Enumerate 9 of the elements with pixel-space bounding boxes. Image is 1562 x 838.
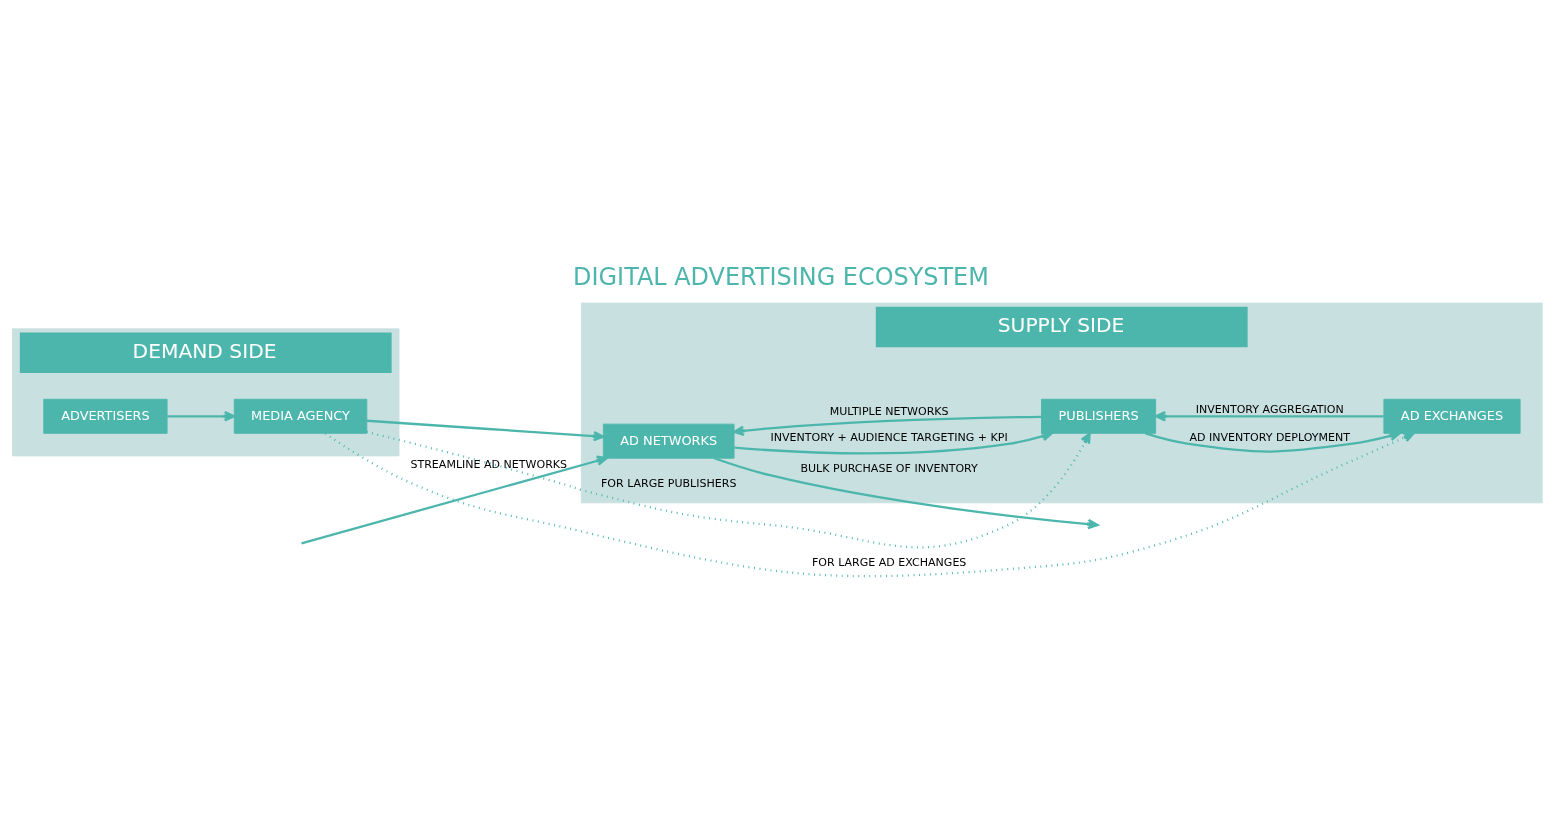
edge-label: FOR LARGE AD EXCHANGES: [811, 555, 967, 569]
edge-label: INVENTORY AGGREGATION: [1195, 403, 1344, 417]
edge-label: INVENTORY + AUDIENCE TARGETING + KPI: [770, 430, 1008, 444]
edge-label: STREAMLINE AD NETWORKS: [410, 458, 568, 472]
edge-label: BULK PURCHASE OF INVENTORY: [800, 462, 978, 476]
diagram-title: DIGITAL ADVERTISING ECOSYSTEM: [573, 262, 989, 291]
edge-label: FOR LARGE PUBLISHERS: [600, 476, 737, 490]
edge-label: AD INVENTORY DEPLOYMENT: [1189, 430, 1351, 444]
edge-label: MULTIPLE NETWORKS: [829, 405, 949, 419]
